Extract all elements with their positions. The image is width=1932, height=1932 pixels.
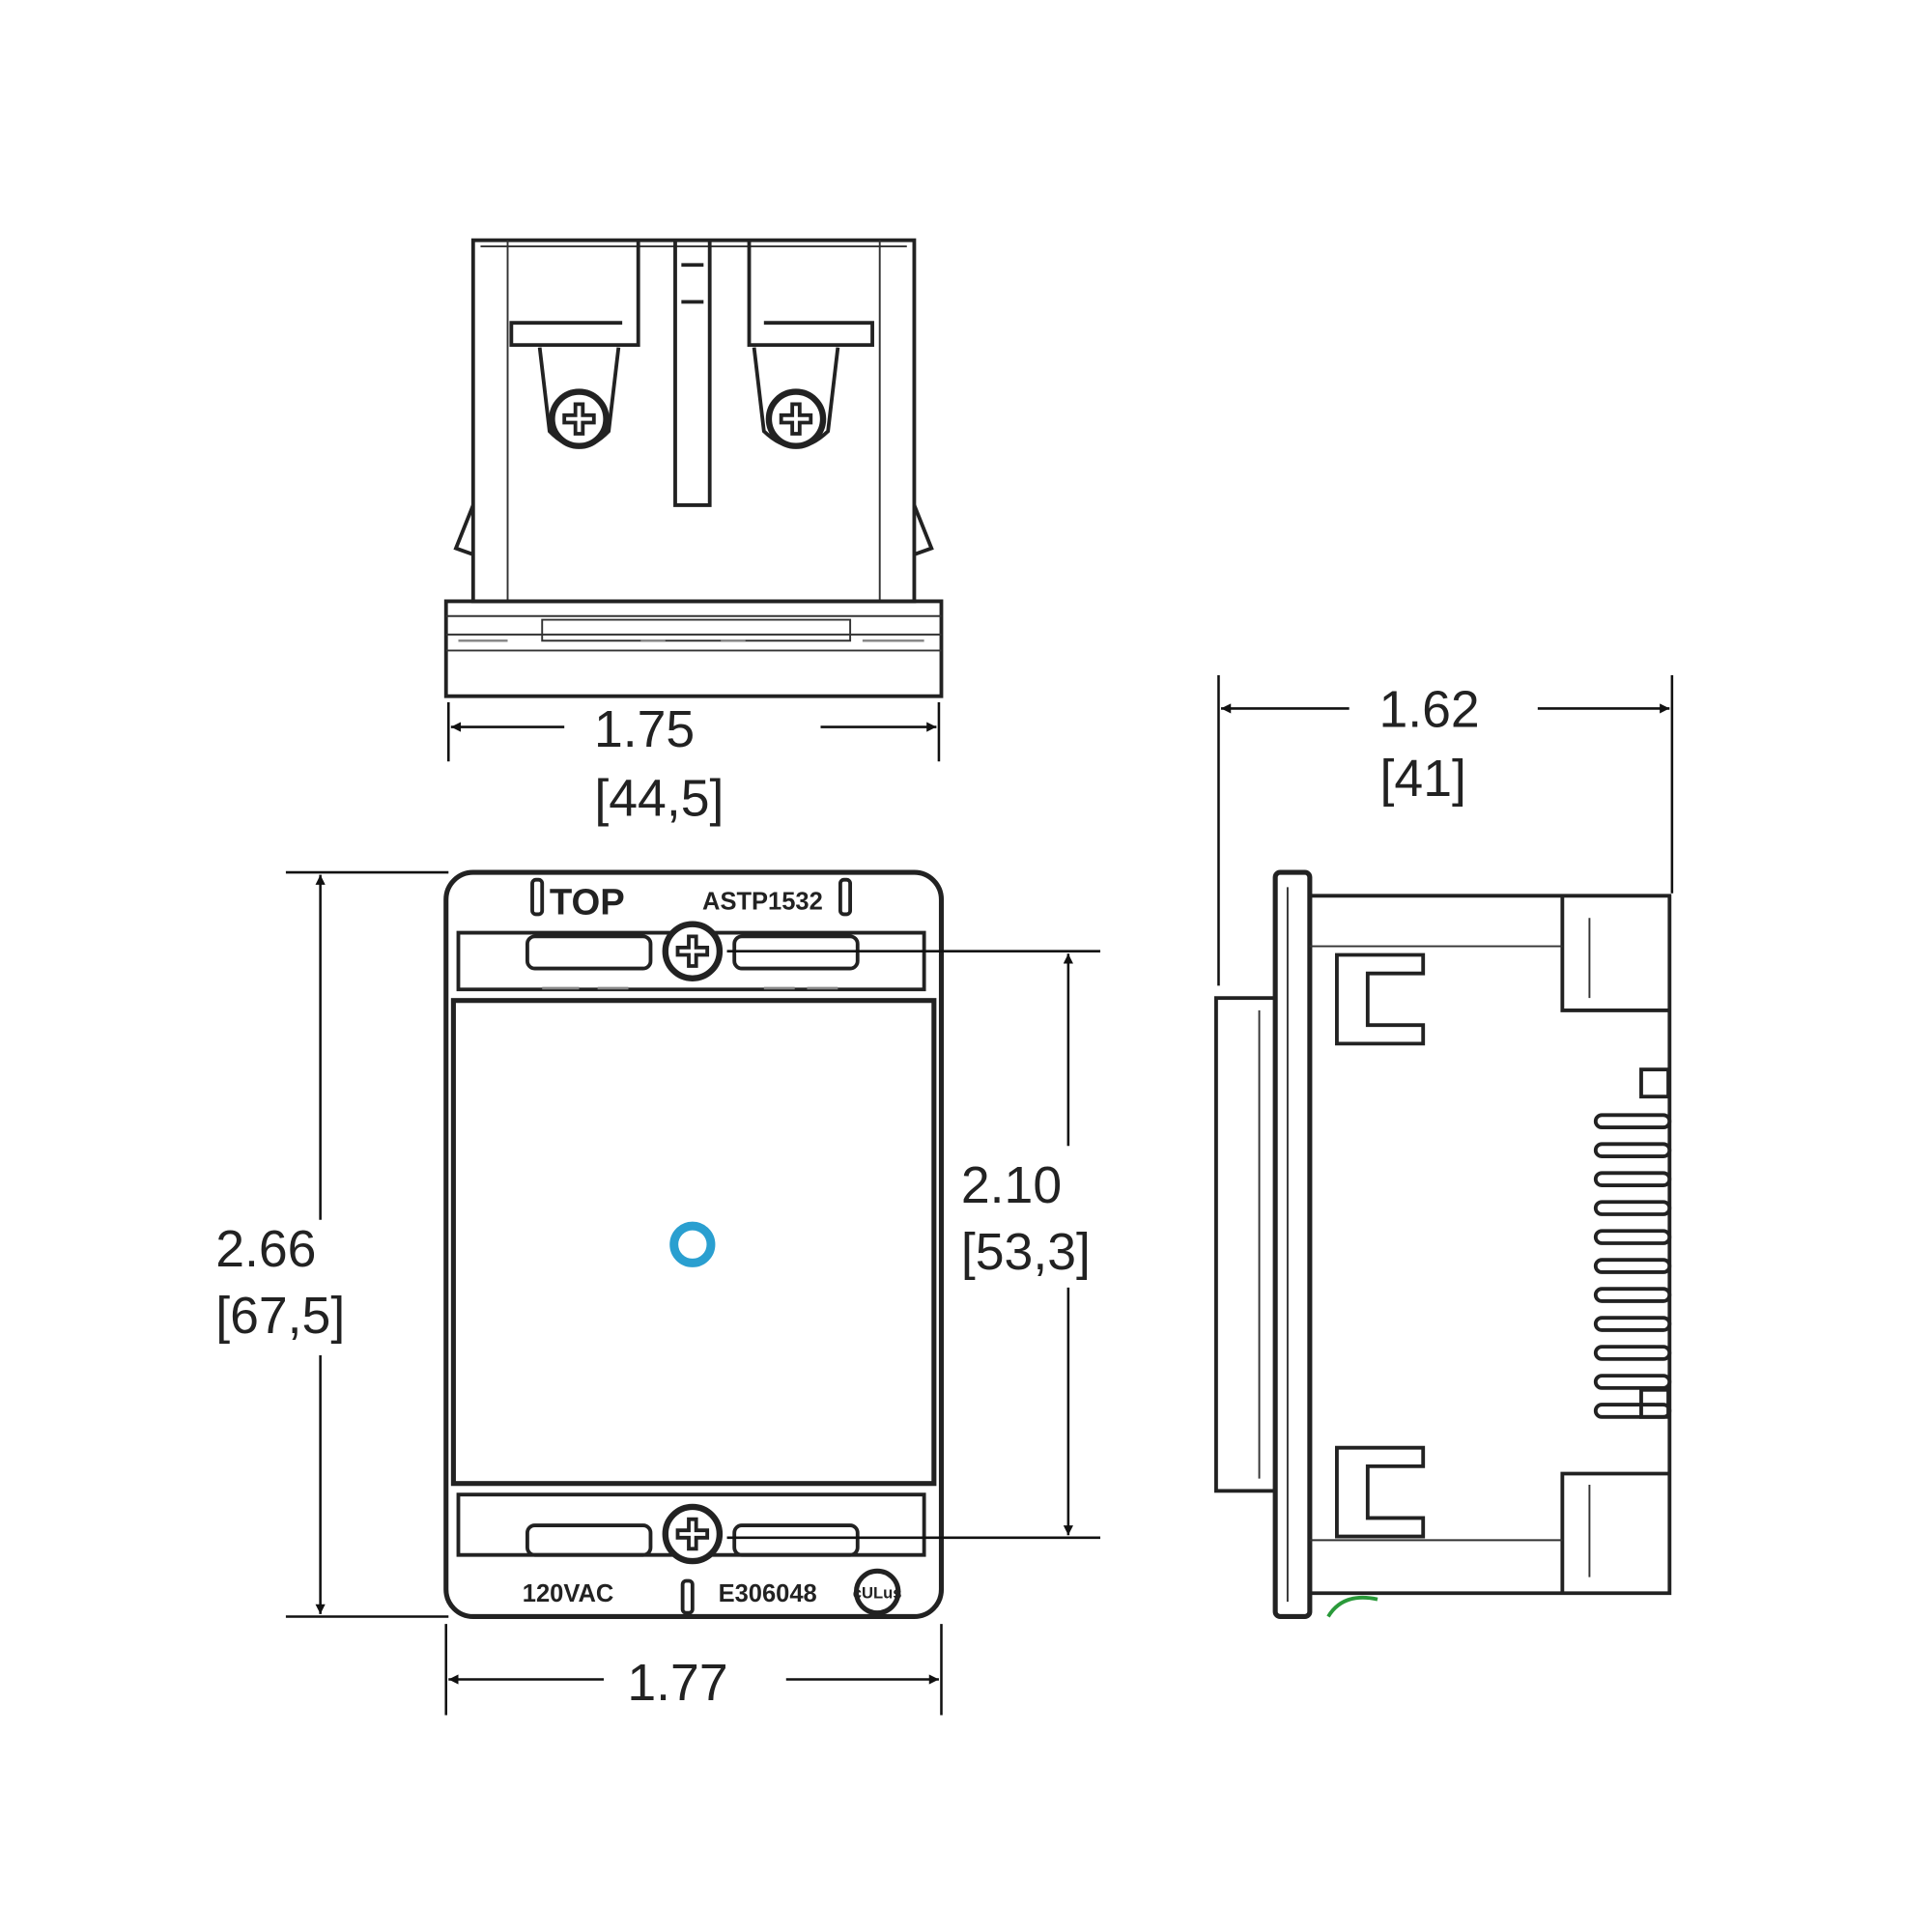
label-model: ASTP1532 [702, 888, 823, 915]
screw-span-mm: [53,3] [961, 1224, 1091, 1281]
vent-fins [1593, 1113, 1672, 1419]
vent-fin [1593, 1345, 1672, 1361]
cert-mark-text: cULus [853, 1583, 902, 1602]
front-height-dimension: 2.66 [67,5] [215, 870, 449, 1618]
led-indicator-icon [669, 1221, 716, 1267]
top-width-mm: [44,5] [594, 770, 724, 827]
front-height-mm: [67,5] [215, 1288, 345, 1345]
ul-certification-icon: cULus [853, 1568, 902, 1616]
label-voltage: 120VAC [523, 1580, 614, 1607]
front-width-in: 1.77 [627, 1655, 727, 1712]
label-top: TOP [550, 881, 625, 923]
vent-fin [1593, 1200, 1672, 1216]
side-depth-dimension: 1.62 [41] [1217, 674, 1674, 986]
vent-fin [1593, 1287, 1672, 1303]
side-depth-in: 1.62 [1378, 682, 1479, 739]
label-file-number: E306048 [719, 1580, 817, 1607]
vent-fin [1593, 1229, 1672, 1245]
top-screw-right-icon [769, 392, 823, 446]
front-view: TOP ASTP1532 120VAC E306048 cULus [443, 869, 945, 1620]
screw-span-dimension: 2.10 [53,3] [726, 950, 1101, 1540]
front-screw-top-icon [666, 924, 720, 979]
vent-fin [1593, 1142, 1672, 1158]
top-view [443, 238, 944, 698]
vent-fin [1593, 1316, 1672, 1332]
front-height-in: 2.66 [215, 1221, 316, 1278]
vent-fin [1593, 1113, 1672, 1130]
top-width-dimension: 1.75 [44,5] [447, 701, 941, 827]
screw-span-in: 2.10 [961, 1157, 1062, 1214]
side-view [1214, 869, 1672, 1620]
top-screw-left-icon [552, 392, 606, 446]
front-screw-bottom-icon [666, 1507, 720, 1561]
side-depth-mm: [41] [1380, 751, 1466, 808]
vent-fin [1593, 1258, 1672, 1274]
vent-fin [1593, 1374, 1672, 1390]
top-width-in: 1.75 [594, 701, 695, 758]
vent-fin [1593, 1171, 1672, 1187]
front-width-dimension: 1.77 [444, 1624, 943, 1716]
ground-wire [1326, 1595, 1378, 1618]
